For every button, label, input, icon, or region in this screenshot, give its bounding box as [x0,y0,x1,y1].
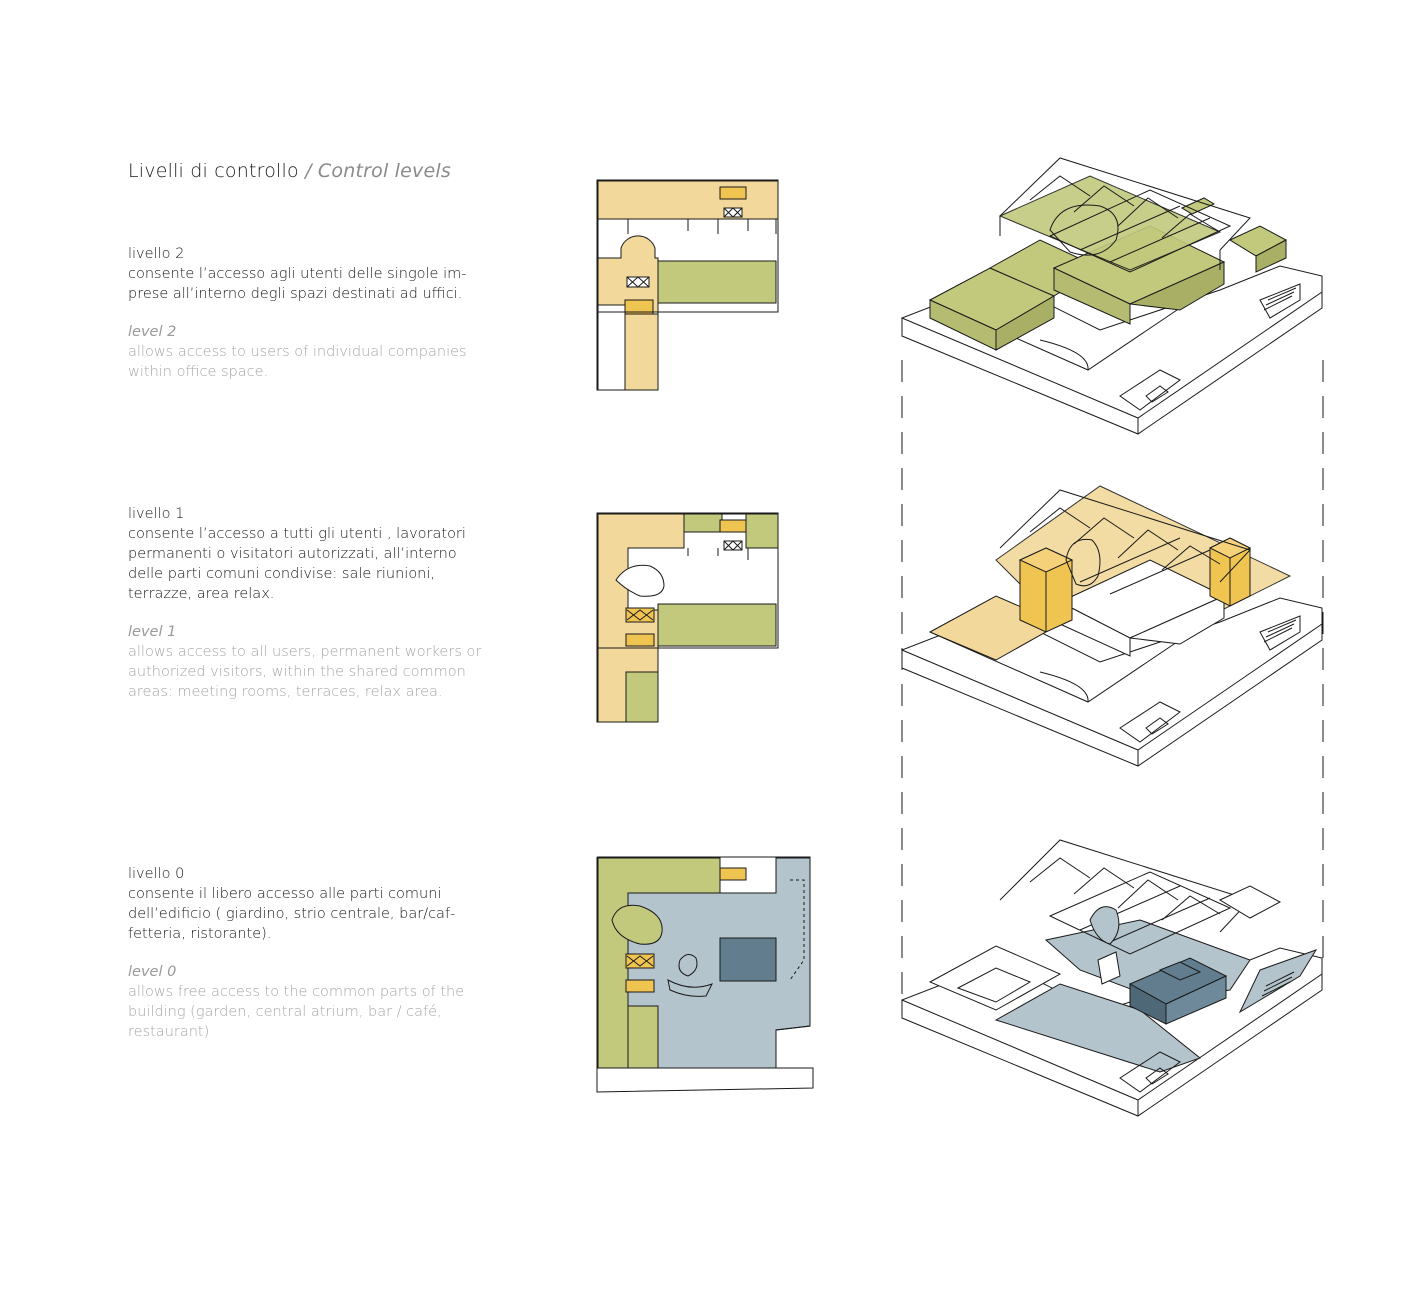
page-title: Livelli di controllo / Control levels [128,160,451,182]
level-2-description: livello 2 consente l’accesso agli utenti… [128,244,488,382]
level-2-text-it: consente l’accesso agli utenti delle sin… [128,266,467,302]
level-1-heading-it: livello 1 [128,506,185,522]
title-english: Control levels [317,160,451,182]
axo-level-0 [900,839,1323,1117]
title-italian: Livelli di controllo [128,160,299,182]
title-separator: / [298,160,318,182]
level-0-text-it: consente il libero accesso alle parti co… [128,886,456,942]
dashed-connector-lines [901,360,1324,1000]
level-1-text-en: allows access to all users, permanent wo… [128,644,482,700]
plan-level-1 [596,512,779,723]
level-0-heading-en: level 0 [128,964,177,980]
level-0-text-en: allows free access to the common parts o… [128,984,465,1040]
plan-level-2 [596,179,779,391]
level-2-heading-en: level 2 [128,324,177,340]
level-1-text-it: consente l’accesso a tutti gli utenti , … [128,526,466,602]
plan-level-0 [596,856,814,1093]
level-1-description: livello 1 consente l’accesso a tutti gli… [128,504,488,702]
level-0-description: livello 0 consente il libero accesso all… [128,864,488,1042]
level-2-text-en: allows access to users of individual com… [128,344,467,380]
axo-level-2 [900,157,1323,435]
level-2-heading-it: livello 2 [128,246,185,262]
axo-level-1 [900,485,1323,767]
level-1-heading-en: level 1 [128,624,177,640]
level-0-heading-it: livello 0 [128,866,185,882]
